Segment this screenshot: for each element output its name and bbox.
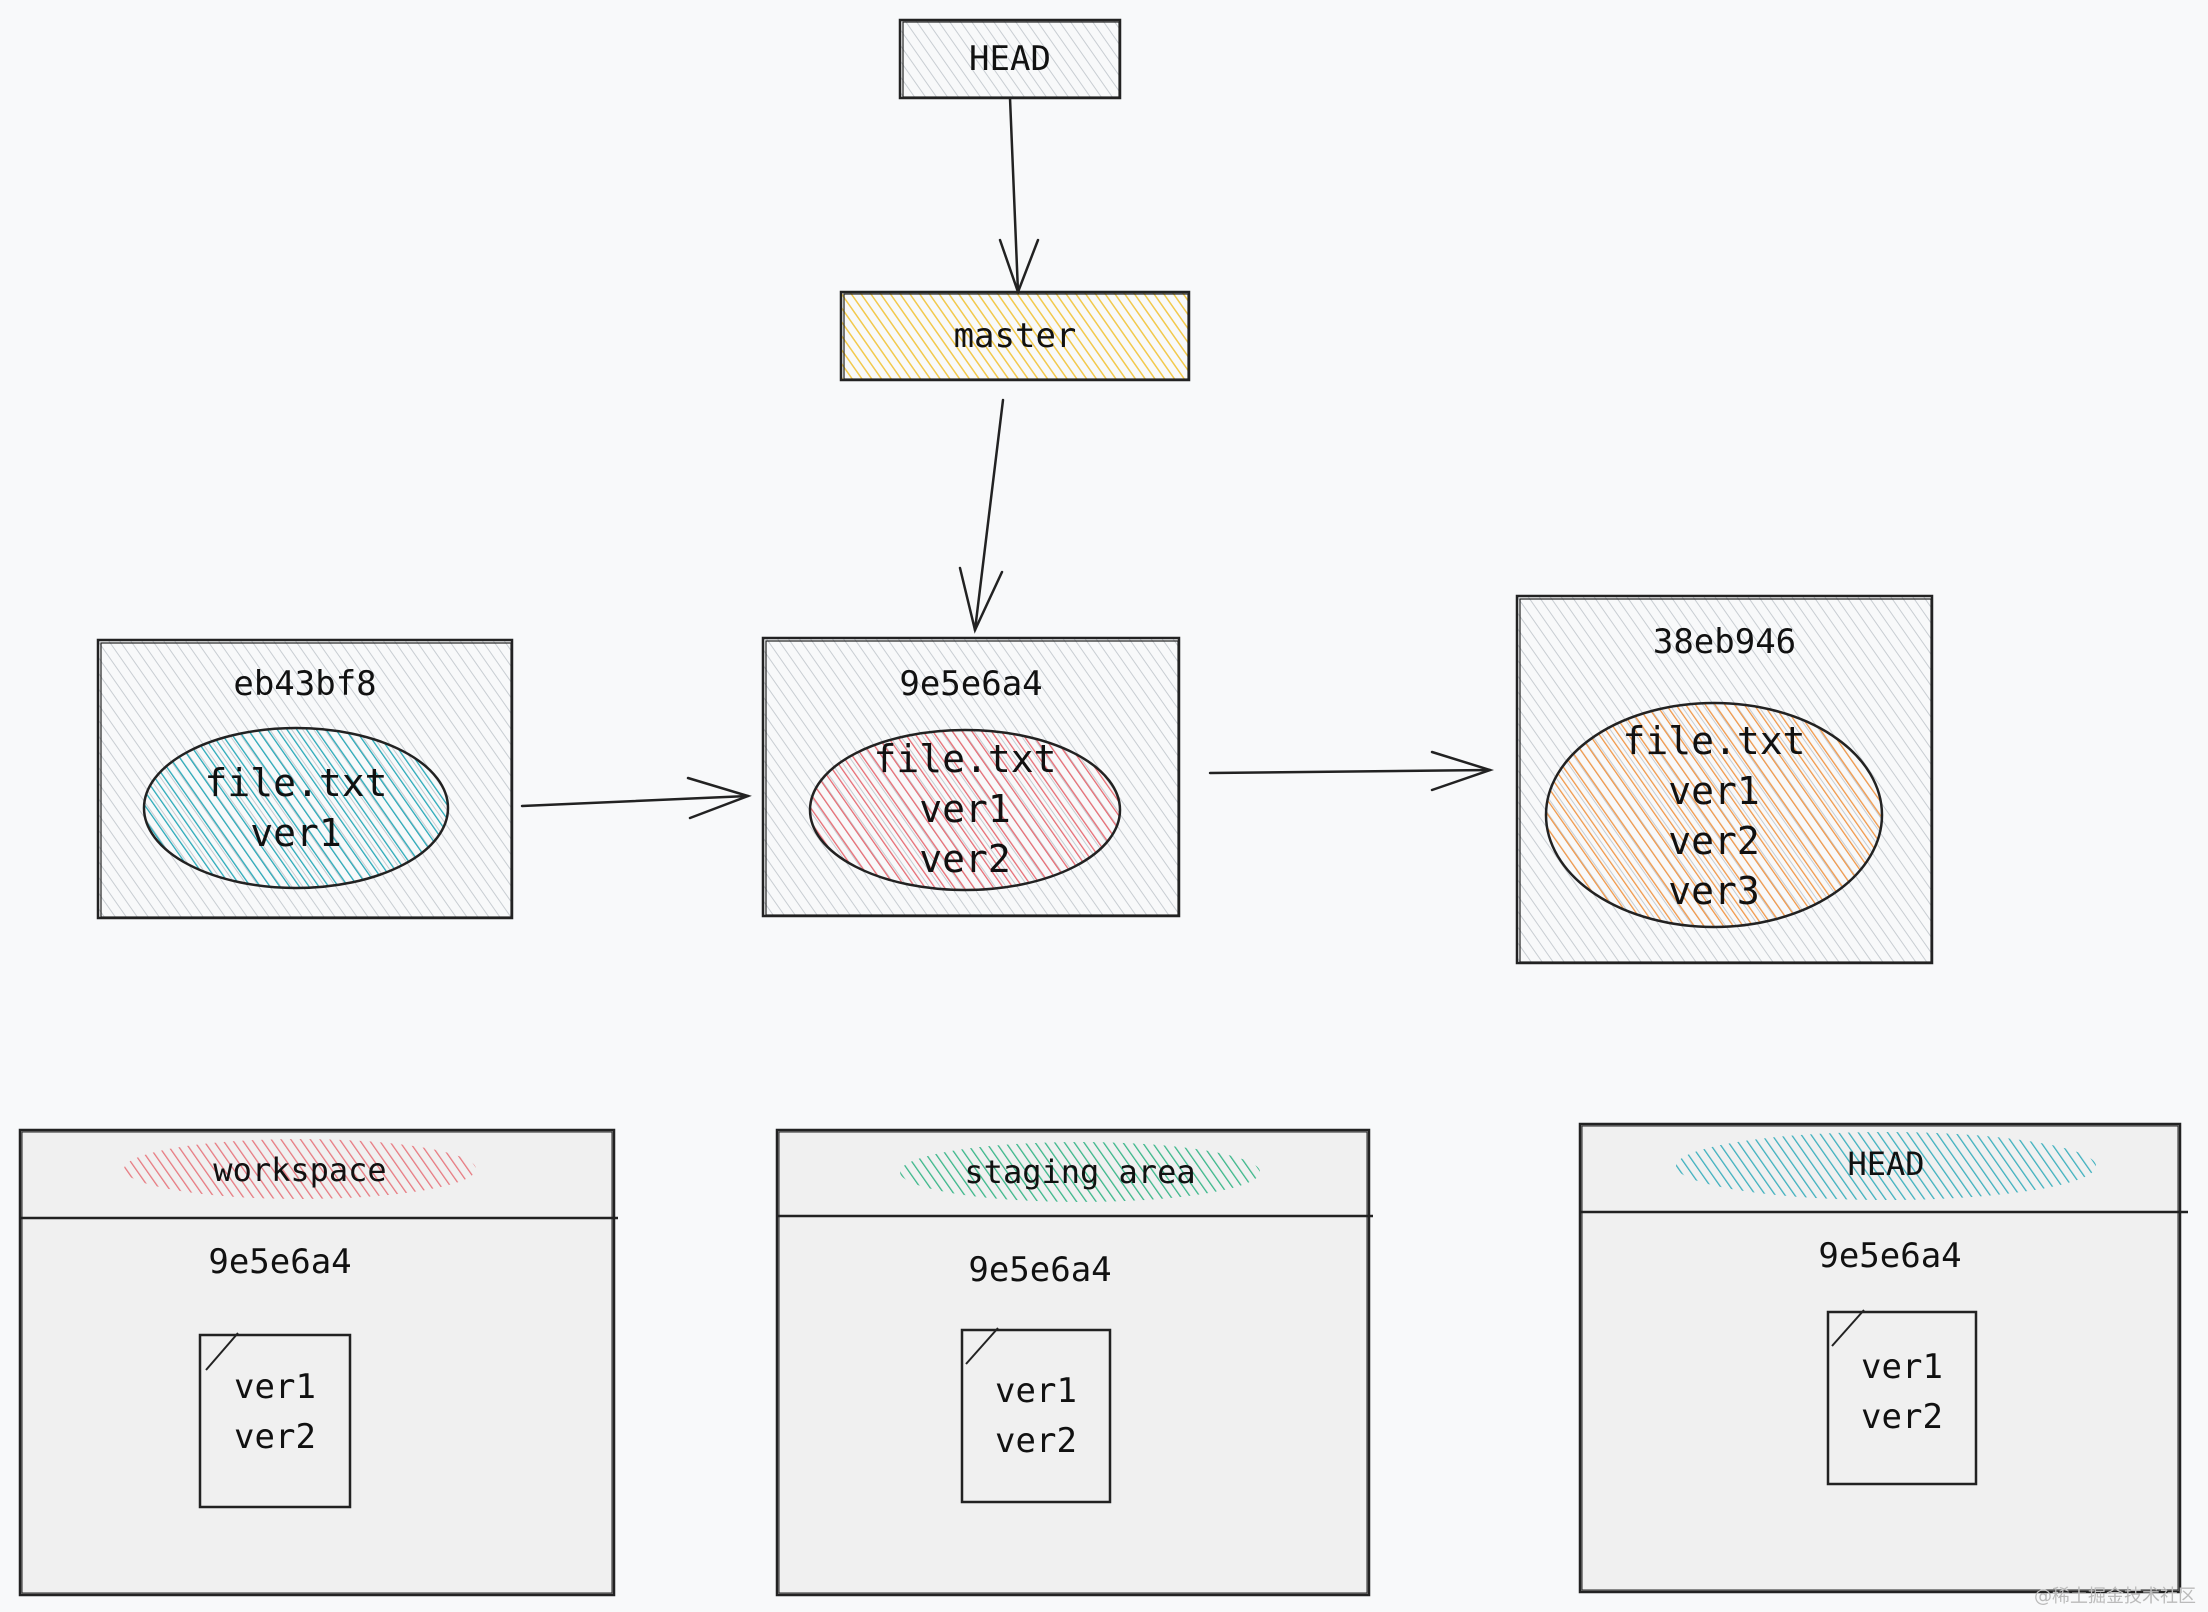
master-branch-node (839, 290, 1191, 382)
file-version: ver1 (1668, 769, 1760, 813)
file-name: file.txt (1622, 719, 1806, 763)
head-label: HEAD (969, 39, 1051, 79)
file-version: ver2 (234, 1417, 316, 1457)
panel-title-head: HEAD (1847, 1145, 1925, 1183)
file-version: ver1 (1861, 1347, 1943, 1387)
arrow-master-to-commit (958, 398, 1005, 634)
master-branch-label: master (953, 316, 1077, 356)
panel-title-workspace: workspace (213, 1151, 387, 1189)
commit-file-contents: file.txt ver1 ver2 (810, 734, 1120, 884)
head-panel (1578, 1122, 2188, 1594)
commit-id: 38eb946 (1652, 622, 1797, 662)
file-note: ver1 ver2 (962, 1366, 1110, 1466)
commit-file-contents: file.txt ver1 (144, 758, 448, 858)
file-version: ver2 (1668, 819, 1760, 863)
file-version: ver2 (1861, 1397, 1943, 1437)
file-version: ver2 (919, 837, 1011, 881)
arrow-commit-1-to-2 (520, 776, 752, 820)
file-version: ver2 (995, 1421, 1077, 1461)
commit-id: eb43bf8 (233, 664, 377, 704)
file-name: file.txt (204, 761, 388, 805)
file-version: ver1 (995, 1371, 1077, 1411)
head-node (898, 18, 1122, 100)
commit-box-2 (761, 636, 1181, 918)
commit-box-1 (96, 638, 514, 920)
panel-title-staging-area: staging area (964, 1153, 1196, 1191)
file-version: ver1 (919, 787, 1011, 831)
file-note: ver1 ver2 (200, 1362, 350, 1462)
panel-hash: 9e5e6a4 (1818, 1236, 1962, 1276)
commit-box-3 (1515, 594, 1934, 965)
staging-area-panel (775, 1128, 1373, 1597)
arrow-commit-2-to-3 (1208, 750, 1495, 792)
file-version: ver3 (1668, 869, 1760, 913)
workspace-panel (18, 1128, 618, 1597)
file-version: ver1 (250, 811, 342, 855)
arrow-head-to-master (998, 96, 1040, 296)
panel-hash: 9e5e6a4 (208, 1242, 352, 1282)
commit-id: 9e5e6a4 (899, 664, 1043, 704)
file-name: file.txt (873, 737, 1057, 781)
watermark: @稀土掘金技术社区 (2034, 1586, 2196, 1607)
file-version: ver1 (234, 1367, 316, 1407)
file-note: ver1 ver2 (1828, 1342, 1976, 1442)
commit-file-contents: file.txt ver1 ver2 ver3 (1546, 716, 1882, 916)
panel-hash: 9e5e6a4 (968, 1250, 1112, 1290)
